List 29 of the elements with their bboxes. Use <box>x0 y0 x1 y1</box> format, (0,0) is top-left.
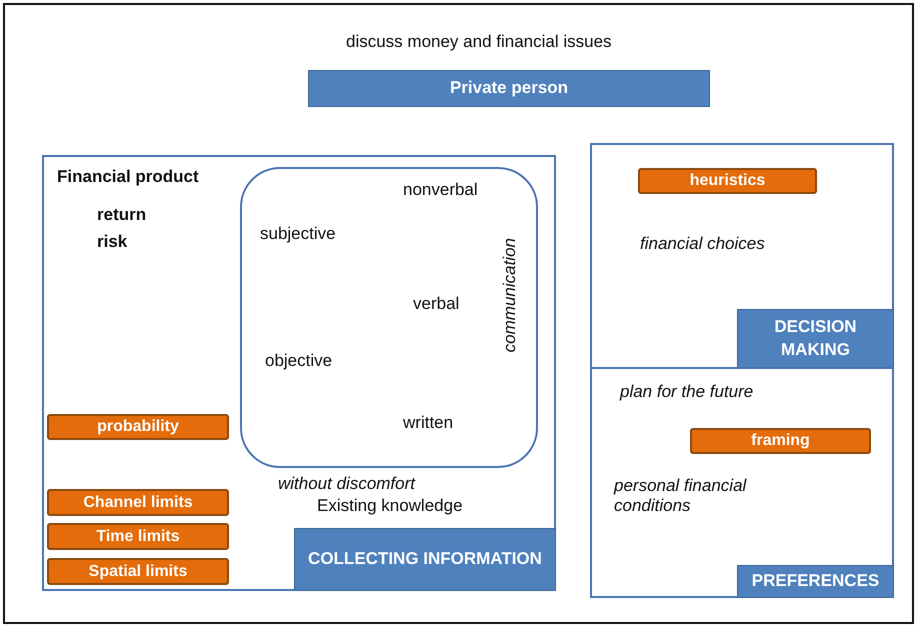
vertical-label: communication <box>500 238 520 352</box>
factor-tag: Spatial limits <box>47 558 229 585</box>
section-panel <box>590 367 894 598</box>
note-text: financial choices <box>640 234 765 254</box>
section-panel <box>42 155 556 591</box>
item-text: nonverbal <box>403 180 478 200</box>
header-bar: Private person <box>308 70 710 107</box>
factor-tag: framing <box>690 428 871 454</box>
note-text: without discomfort <box>278 474 415 494</box>
note-text: plan for the future <box>620 382 754 402</box>
factor-tag: probability <box>47 414 229 440</box>
factor-tag: Channel limits <box>47 489 229 516</box>
item-text: objective <box>265 351 332 371</box>
section-title: COLLECTING INFORMATION <box>294 528 556 591</box>
caption-text: discuss money and financial issues <box>346 32 612 52</box>
item-text: return <box>97 205 146 225</box>
item-text: subjective <box>260 224 336 244</box>
section-title: DECISION MAKING <box>737 309 894 369</box>
note-text: personal financial conditions <box>614 476 748 516</box>
factor-tag: heuristics <box>638 168 817 194</box>
communication-panel <box>240 167 538 468</box>
note-text: Existing knowledge <box>317 496 463 516</box>
section-panel <box>590 143 894 369</box>
item-text: risk <box>97 232 128 252</box>
item-text: verbal <box>413 294 460 314</box>
heading-text: Financial product <box>57 167 199 187</box>
factor-tag: Time limits <box>47 523 229 550</box>
item-text: written <box>403 413 454 433</box>
section-title: PREFERENCES <box>737 565 894 598</box>
